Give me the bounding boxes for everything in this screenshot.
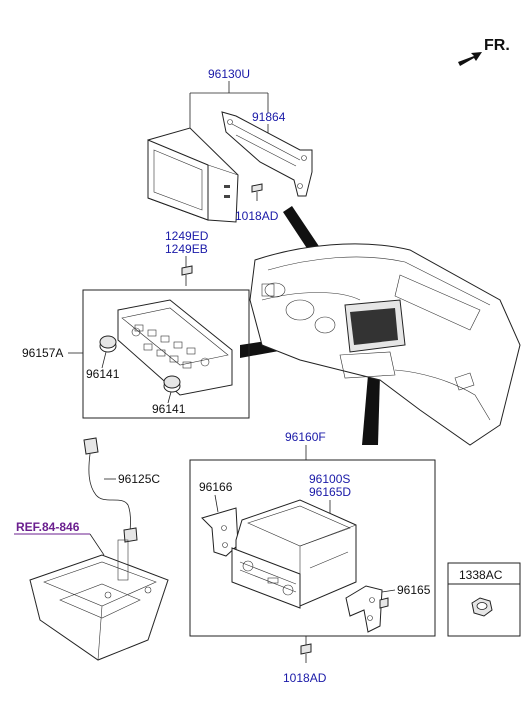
head-unit	[231, 499, 357, 609]
pointer-wedge-bottom	[362, 375, 380, 445]
direction-arrow-icon	[458, 52, 482, 66]
display-unit	[147, 127, 239, 223]
bracket-left	[201, 507, 239, 557]
display-bracket	[221, 111, 313, 197]
climate-control-group: 1249ED 1249EB 96157A	[22, 229, 250, 419]
part-label-1018ad-top[interactable]: 1018AD	[235, 209, 279, 223]
screw-top	[251, 183, 263, 201]
nut-icon	[471, 597, 493, 617]
screw-climate	[181, 265, 193, 286]
screw-bottom	[300, 643, 312, 663]
head-unit-box	[189, 459, 436, 637]
front-direction-indicator: FR.	[458, 37, 510, 66]
part-label-1249eb[interactable]: 1249EB	[165, 242, 208, 256]
part-label-96100s[interactable]: 96100S	[309, 472, 350, 486]
usb-connector	[83, 437, 99, 455]
part-label-91864[interactable]: 91864	[252, 110, 286, 124]
part-label-1249ed[interactable]: 1249ED	[165, 229, 209, 243]
front-label: FR.	[484, 37, 510, 54]
part-label-96130u[interactable]: 96130U	[208, 67, 250, 81]
part-label-96157a[interactable]: 96157A	[22, 346, 63, 360]
cable-group: 96125C	[83, 437, 160, 543]
head-unit-group: 96160F 96166 96100S 96165D	[189, 430, 436, 685]
part-label-1338ac[interactable]: 1338AC	[459, 568, 503, 582]
bracket-right	[345, 585, 383, 633]
nut-group: 1338AC	[447, 562, 521, 637]
climate-control-box	[82, 289, 250, 419]
climate-control-panel	[117, 299, 233, 396]
screw-right	[379, 597, 389, 609]
display-unit-group: 96130U 91864	[147, 67, 313, 223]
console-tray-group: REF.84-846	[14, 520, 169, 661]
part-label-96141-b[interactable]: 96141	[152, 402, 186, 416]
part-label-96160f[interactable]: 96160F	[285, 430, 326, 444]
part-label-96166[interactable]: 96166	[199, 480, 233, 494]
reference-label[interactable]: REF.84-846	[16, 520, 80, 534]
dashboard-illustration	[240, 206, 521, 446]
part-label-1018ad-bottom[interactable]: 1018AD	[283, 671, 327, 685]
nut-box	[447, 562, 521, 637]
knob-left	[99, 335, 117, 353]
part-label-96165d[interactable]: 96165D	[309, 485, 351, 499]
knob-right	[163, 375, 181, 393]
part-label-96141-a[interactable]: 96141	[86, 367, 120, 381]
part-label-96125c[interactable]: 96125C	[118, 472, 160, 486]
console-tray	[29, 539, 169, 661]
part-label-96165[interactable]: 96165	[397, 583, 431, 597]
